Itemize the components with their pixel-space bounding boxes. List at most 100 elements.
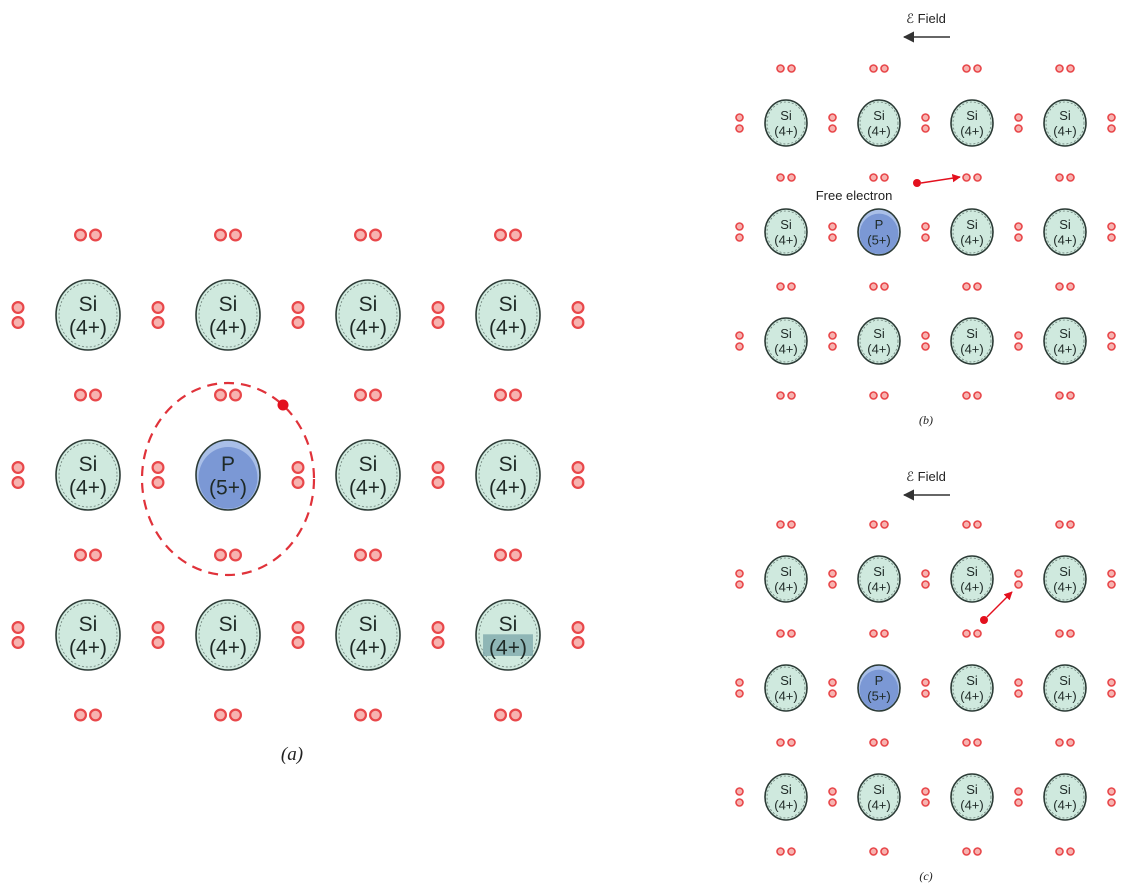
valence-electron [870,521,877,528]
electron-pair [963,174,981,181]
valence-electron [922,581,929,588]
panel-c-lattice: ℰ Field Si(4+)Si(4+)Si(4+)Si(4+)Si(4+)P(… [736,469,1115,883]
electron-pair [1108,114,1115,132]
valence-electron [777,392,784,399]
valence-electron [963,630,970,637]
valence-electron [90,710,101,721]
silicon-atom: Si(4+) [765,556,807,602]
electron-pair [215,390,241,401]
valence-electron [1015,125,1022,132]
electron-pair [495,390,521,401]
valence-electron [1067,630,1074,637]
valence-electron [788,174,795,181]
valence-electron [963,283,970,290]
valence-electron [1056,283,1063,290]
silicon-atom: Si(4+) [336,280,400,350]
valence-electron [870,848,877,855]
electron-pair [870,630,888,637]
electron-pair [1015,788,1022,806]
valence-electron [153,622,164,633]
electron-pair [1056,521,1074,528]
electron-pair [1056,630,1074,637]
atom-charge: (4+) [774,798,797,813]
silicon-atom: Si(4+) [765,665,807,711]
panel-c-caption: (c) [919,869,932,883]
valence-electron [153,637,164,648]
atom-charge: (4+) [867,580,890,595]
atom-symbol: P [875,673,884,688]
electron-pair [963,392,981,399]
valence-electron [1108,799,1115,806]
valence-electron [736,679,743,686]
panel-b-caption: (b) [919,413,933,427]
valence-electron [13,622,24,633]
electron-pair [13,462,24,488]
electron-pair [215,230,241,241]
valence-electron [573,317,584,328]
valence-electron [829,581,836,588]
valence-electron [1108,788,1115,795]
valence-electron [355,550,366,561]
valence-electron [922,690,929,697]
valence-electron [293,317,304,328]
valence-electron [215,710,226,721]
electron-pair [495,710,521,721]
valence-electron [1015,679,1022,686]
valence-electron [1056,739,1063,746]
electron-pair [75,710,101,721]
silicon-atom: Si(4+) [476,280,540,350]
silicon-atom: Si(4+) [1044,209,1086,255]
atom-charge: (4+) [867,798,890,813]
atom-symbol: Si [780,673,792,688]
valence-electron [922,679,929,686]
valence-electron [1056,521,1063,528]
electron-pair [963,65,981,72]
valence-electron [153,302,164,313]
valence-electron [355,390,366,401]
valence-electron [829,234,836,241]
valence-electron [495,710,506,721]
valence-electron [215,550,226,561]
valence-electron [13,462,24,473]
valence-electron [829,679,836,686]
valence-electron [736,788,743,795]
valence-electron [870,392,877,399]
atom-charge: (4+) [349,476,387,499]
valence-electron [230,550,241,561]
atom-charge: (4+) [774,342,797,357]
valence-electron [736,234,743,241]
electron-pair [1108,788,1115,806]
electron-pair [922,570,929,588]
electron-pair [922,223,929,241]
electron-pair [573,462,584,488]
electron-pair [777,283,795,290]
free-electron [913,179,921,187]
valence-electron [963,848,970,855]
valence-electron [1056,630,1063,637]
atom-symbol: Si [1059,326,1071,341]
valence-electron [922,234,929,241]
valence-electron [293,462,304,473]
atom-charge: (4+) [960,342,983,357]
valence-electron [1015,234,1022,241]
free-electron-path-arrow [921,177,960,183]
atom-symbol: Si [499,453,518,476]
atom-charge: (5+) [867,689,890,704]
electron-pair [433,622,444,648]
atom-charge: (4+) [960,580,983,595]
valence-electron [974,848,981,855]
electron-pair [1015,570,1022,588]
silicon-atom: Si(4+) [765,100,807,146]
valence-electron [573,302,584,313]
valence-electron [736,570,743,577]
atom-symbol: Si [359,293,378,316]
atom-symbol: Si [359,613,378,636]
valence-electron [777,174,784,181]
valence-electron [829,223,836,230]
valence-electron [736,125,743,132]
phosphorus-atom: P(5+) [858,665,900,711]
valence-electron [974,283,981,290]
valence-electron [870,630,877,637]
electron-pair [1015,114,1022,132]
